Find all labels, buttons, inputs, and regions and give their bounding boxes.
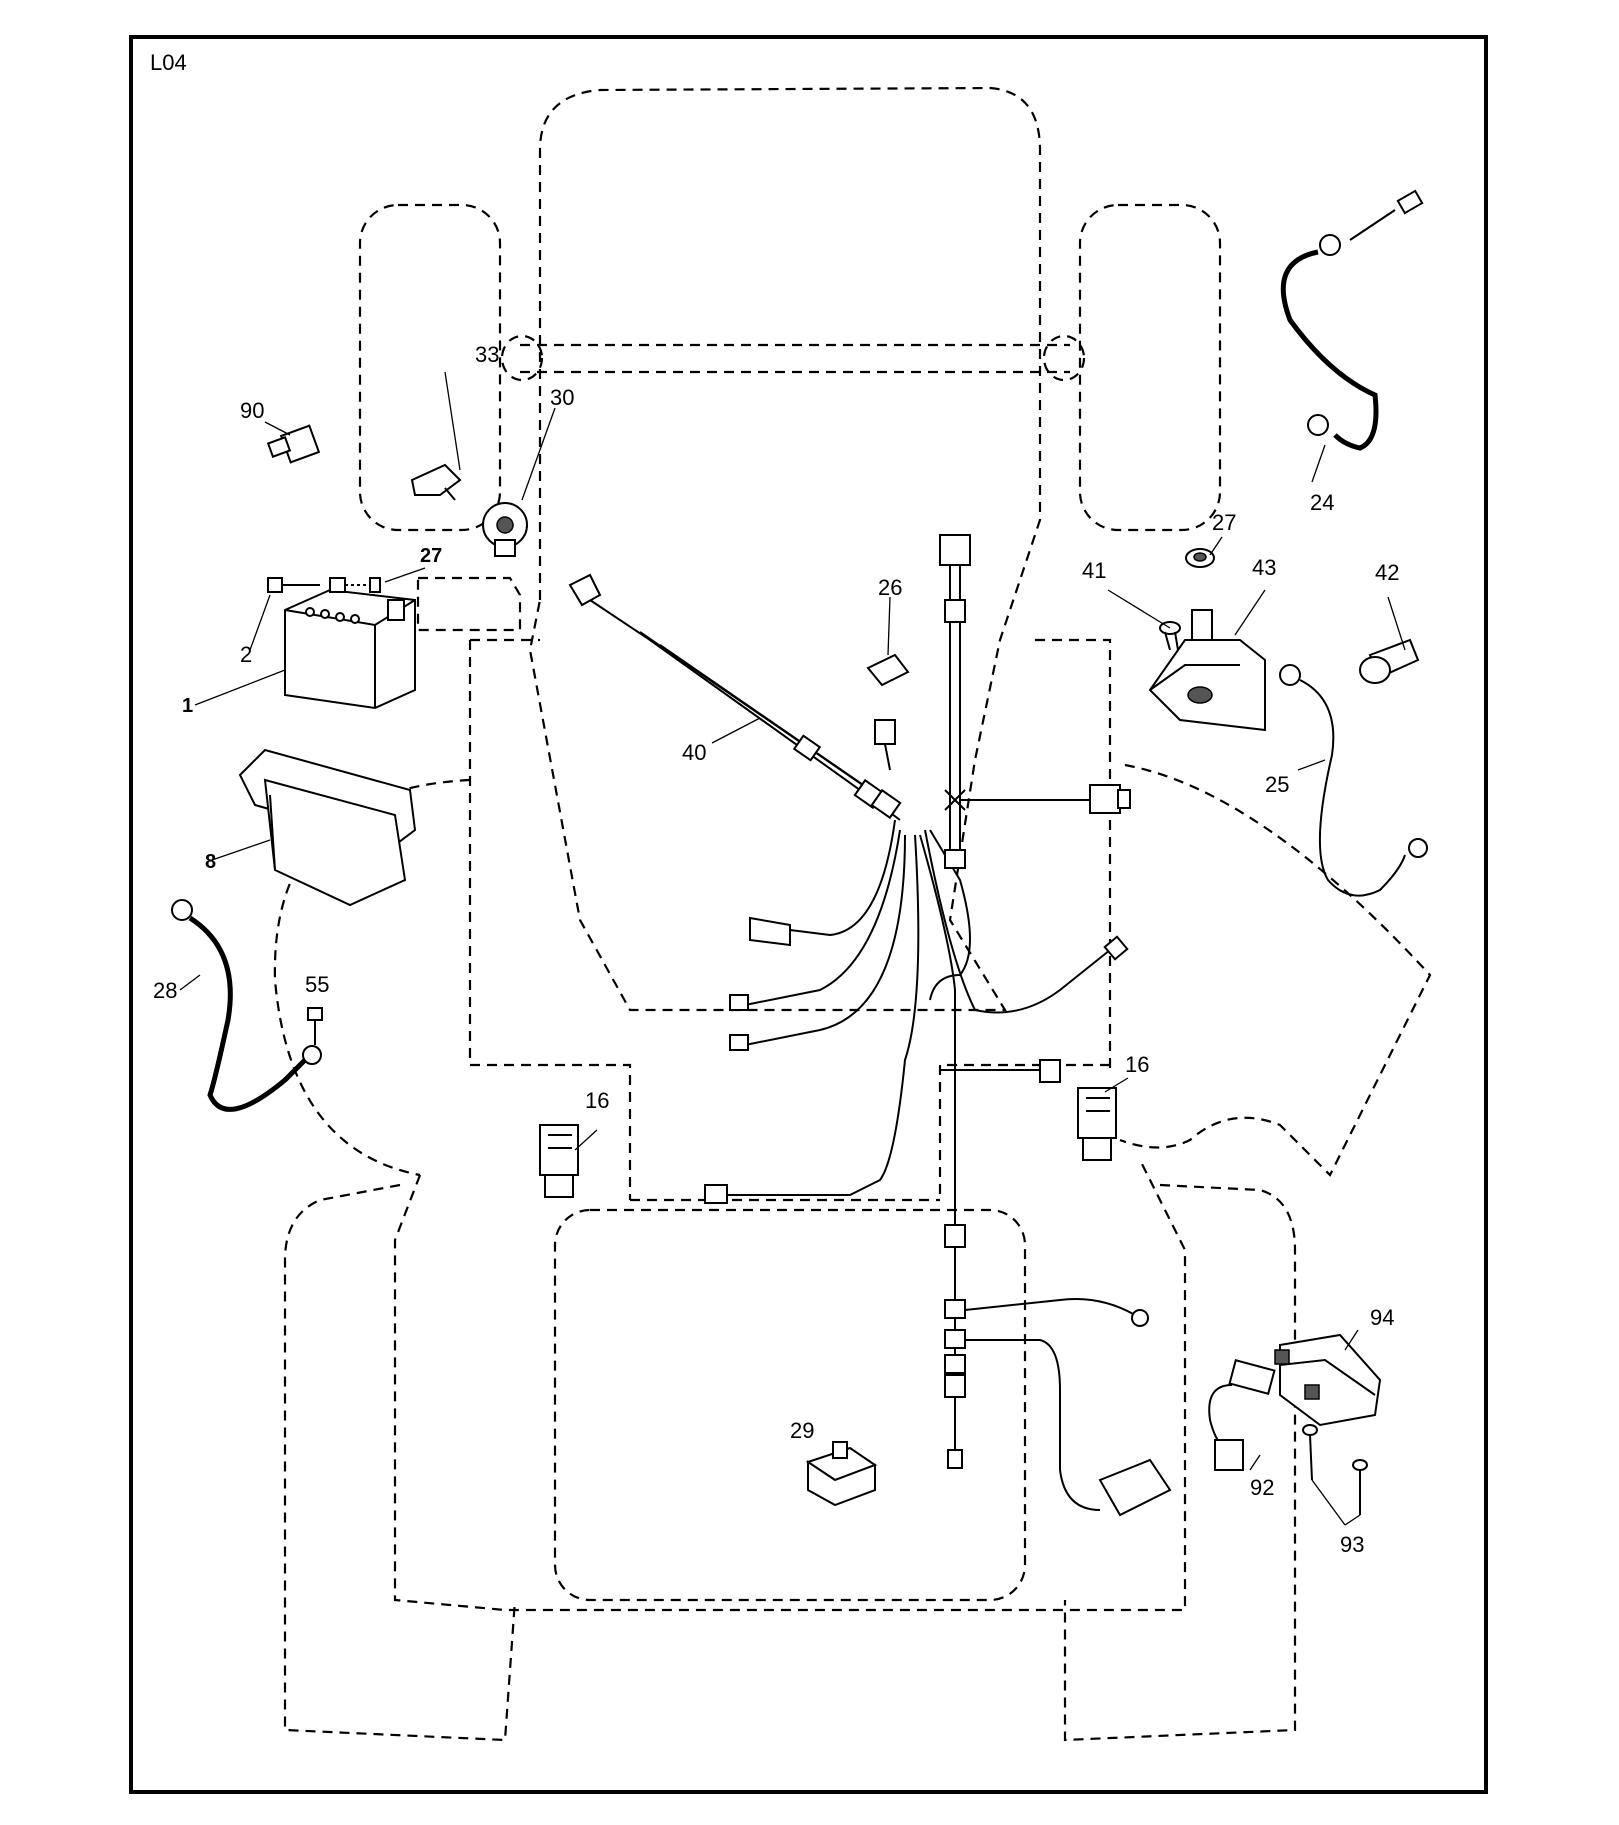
part-8-battery-tray bbox=[238, 748, 417, 907]
label-part-29: 29 bbox=[790, 1418, 814, 1443]
part-41-bolt bbox=[1159, 621, 1181, 651]
part-93-screws bbox=[1302, 1424, 1368, 1515]
page-frame bbox=[129, 35, 1488, 1794]
part-1-battery bbox=[284, 588, 416, 710]
label-part-55: 55 bbox=[305, 972, 329, 997]
part-55-screw bbox=[307, 1007, 323, 1045]
page-label: L04 bbox=[150, 50, 187, 75]
label-part-30: 30 bbox=[550, 385, 574, 410]
label-part-27-battery: 27 bbox=[420, 545, 442, 567]
label-part-1: 1 bbox=[182, 695, 193, 717]
label-part-94: 94 bbox=[1370, 1305, 1394, 1330]
label-part-24: 24 bbox=[1310, 490, 1334, 515]
label-part-16-right: 16 bbox=[1125, 1052, 1149, 1077]
part-27-nut bbox=[1185, 548, 1215, 568]
part-90-connector bbox=[266, 424, 321, 464]
part-42-terminal-boot bbox=[1359, 638, 1420, 684]
part-40-wire-harness bbox=[568, 534, 1172, 1517]
label-part-93: 93 bbox=[1340, 1532, 1364, 1557]
label-part-2: 2 bbox=[240, 642, 252, 667]
label-part-40: 40 bbox=[682, 740, 706, 765]
part-2-bolt bbox=[267, 577, 381, 593]
part-25-battery-cable bbox=[1279, 664, 1428, 897]
label-part-16-left: 16 bbox=[585, 1088, 609, 1113]
label-part-28: 28 bbox=[153, 978, 177, 1003]
label-part-92: 92 bbox=[1250, 1475, 1274, 1500]
label-part-43: 43 bbox=[1252, 555, 1276, 580]
label-part-25: 25 bbox=[1265, 772, 1289, 797]
label-part-90: 90 bbox=[240, 398, 264, 423]
part-92-harness bbox=[1208, 1359, 1276, 1471]
part-24-battery-cable bbox=[1280, 189, 1424, 451]
part-33-key bbox=[410, 463, 462, 501]
part-94-module bbox=[1274, 1333, 1382, 1427]
part-29-pto-switch bbox=[805, 1441, 878, 1507]
label-part-8: 8 bbox=[205, 851, 216, 873]
leader-lines bbox=[179, 371, 1406, 1526]
label-part-42: 42 bbox=[1375, 560, 1399, 585]
part-26-fuse bbox=[866, 653, 910, 687]
part-16-interlock-switch-left bbox=[539, 1124, 579, 1198]
part-30-ignition-switch bbox=[482, 502, 528, 557]
label-part-26: 26 bbox=[878, 575, 902, 600]
label-part-41: 41 bbox=[1082, 558, 1106, 583]
label-part-33: 33 bbox=[475, 342, 499, 367]
label-part-27-solenoid: 27 bbox=[1212, 510, 1236, 535]
part-43-solenoid bbox=[1148, 609, 1266, 732]
part-28-ground-cable bbox=[171, 899, 322, 1112]
part-16-interlock-switch-right bbox=[1077, 1087, 1117, 1161]
